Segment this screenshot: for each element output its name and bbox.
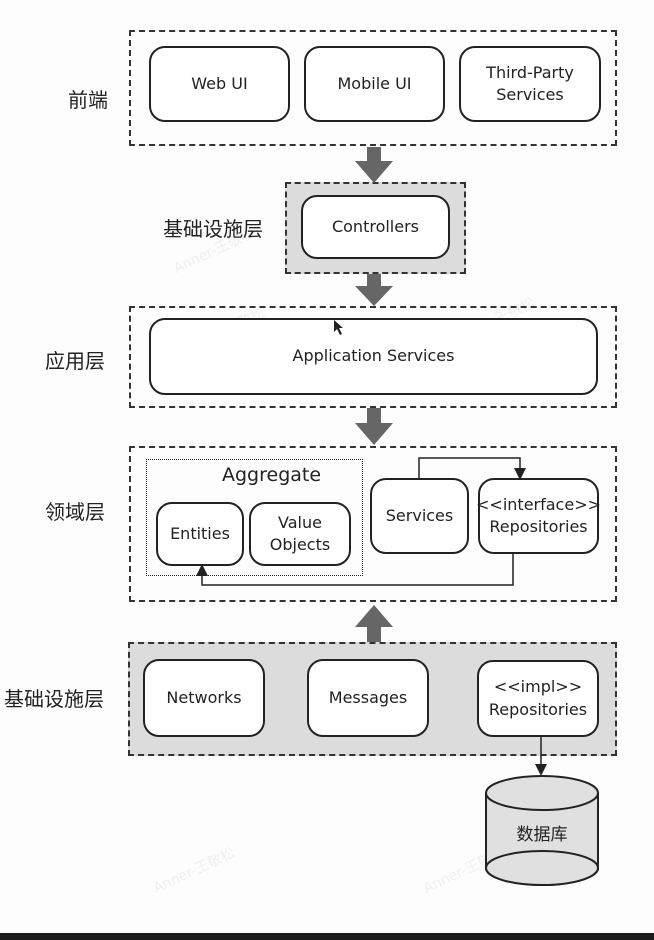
layer-label-infrastructure-bottom: 基础设施层 (4, 687, 104, 711)
arrow-application-to-domain (355, 408, 393, 445)
third-party-services-box[interactable]: Third-Party Services (459, 46, 601, 122)
arrow-infrastructure-to-domain (355, 605, 393, 642)
application-services-box[interactable]: Application Services (149, 318, 598, 395)
messages-box[interactable]: Messages (307, 659, 429, 737)
web-ui-box[interactable]: Web UI (149, 46, 290, 122)
repositories-to-entities-connector (196, 554, 514, 586)
layer-label-application: 应用层 (45, 349, 105, 373)
layer-label-domain: 领域层 (45, 500, 105, 524)
arrow-frontend-to-controllers (355, 147, 393, 183)
mobile-ui-box[interactable]: Mobile UI (304, 46, 445, 122)
layer-label-infrastructure-top: 基础设施层 (163, 217, 263, 241)
controllers-box[interactable]: Controllers (301, 195, 450, 259)
entities-box[interactable]: Entities (156, 502, 244, 566)
application-layer (129, 306, 617, 408)
database-cylinder (485, 775, 599, 886)
value-objects-box[interactable]: Value Objects (249, 502, 351, 566)
domain-layer (129, 446, 617, 602)
aggregate-group (146, 459, 363, 576)
aggregate-title: Aggregate (222, 464, 322, 486)
networks-box[interactable]: Networks (143, 659, 265, 737)
impl-repositories-box[interactable]: <<impl>> Repositories (477, 660, 599, 737)
layer-label-frontend: 前端 (68, 88, 108, 112)
database-label: 数据库 (516, 825, 568, 845)
interface-repositories-box[interactable]: <<interface>> Repositories (476, 478, 601, 554)
frontend-layer (129, 30, 617, 146)
arrow-controllers-to-application (355, 274, 393, 306)
mouse-cursor-icon (334, 320, 343, 335)
bottom-bar (0, 933, 654, 940)
domain-services-box[interactable]: Services (370, 478, 469, 554)
services-to-repositories-connector (418, 457, 526, 480)
